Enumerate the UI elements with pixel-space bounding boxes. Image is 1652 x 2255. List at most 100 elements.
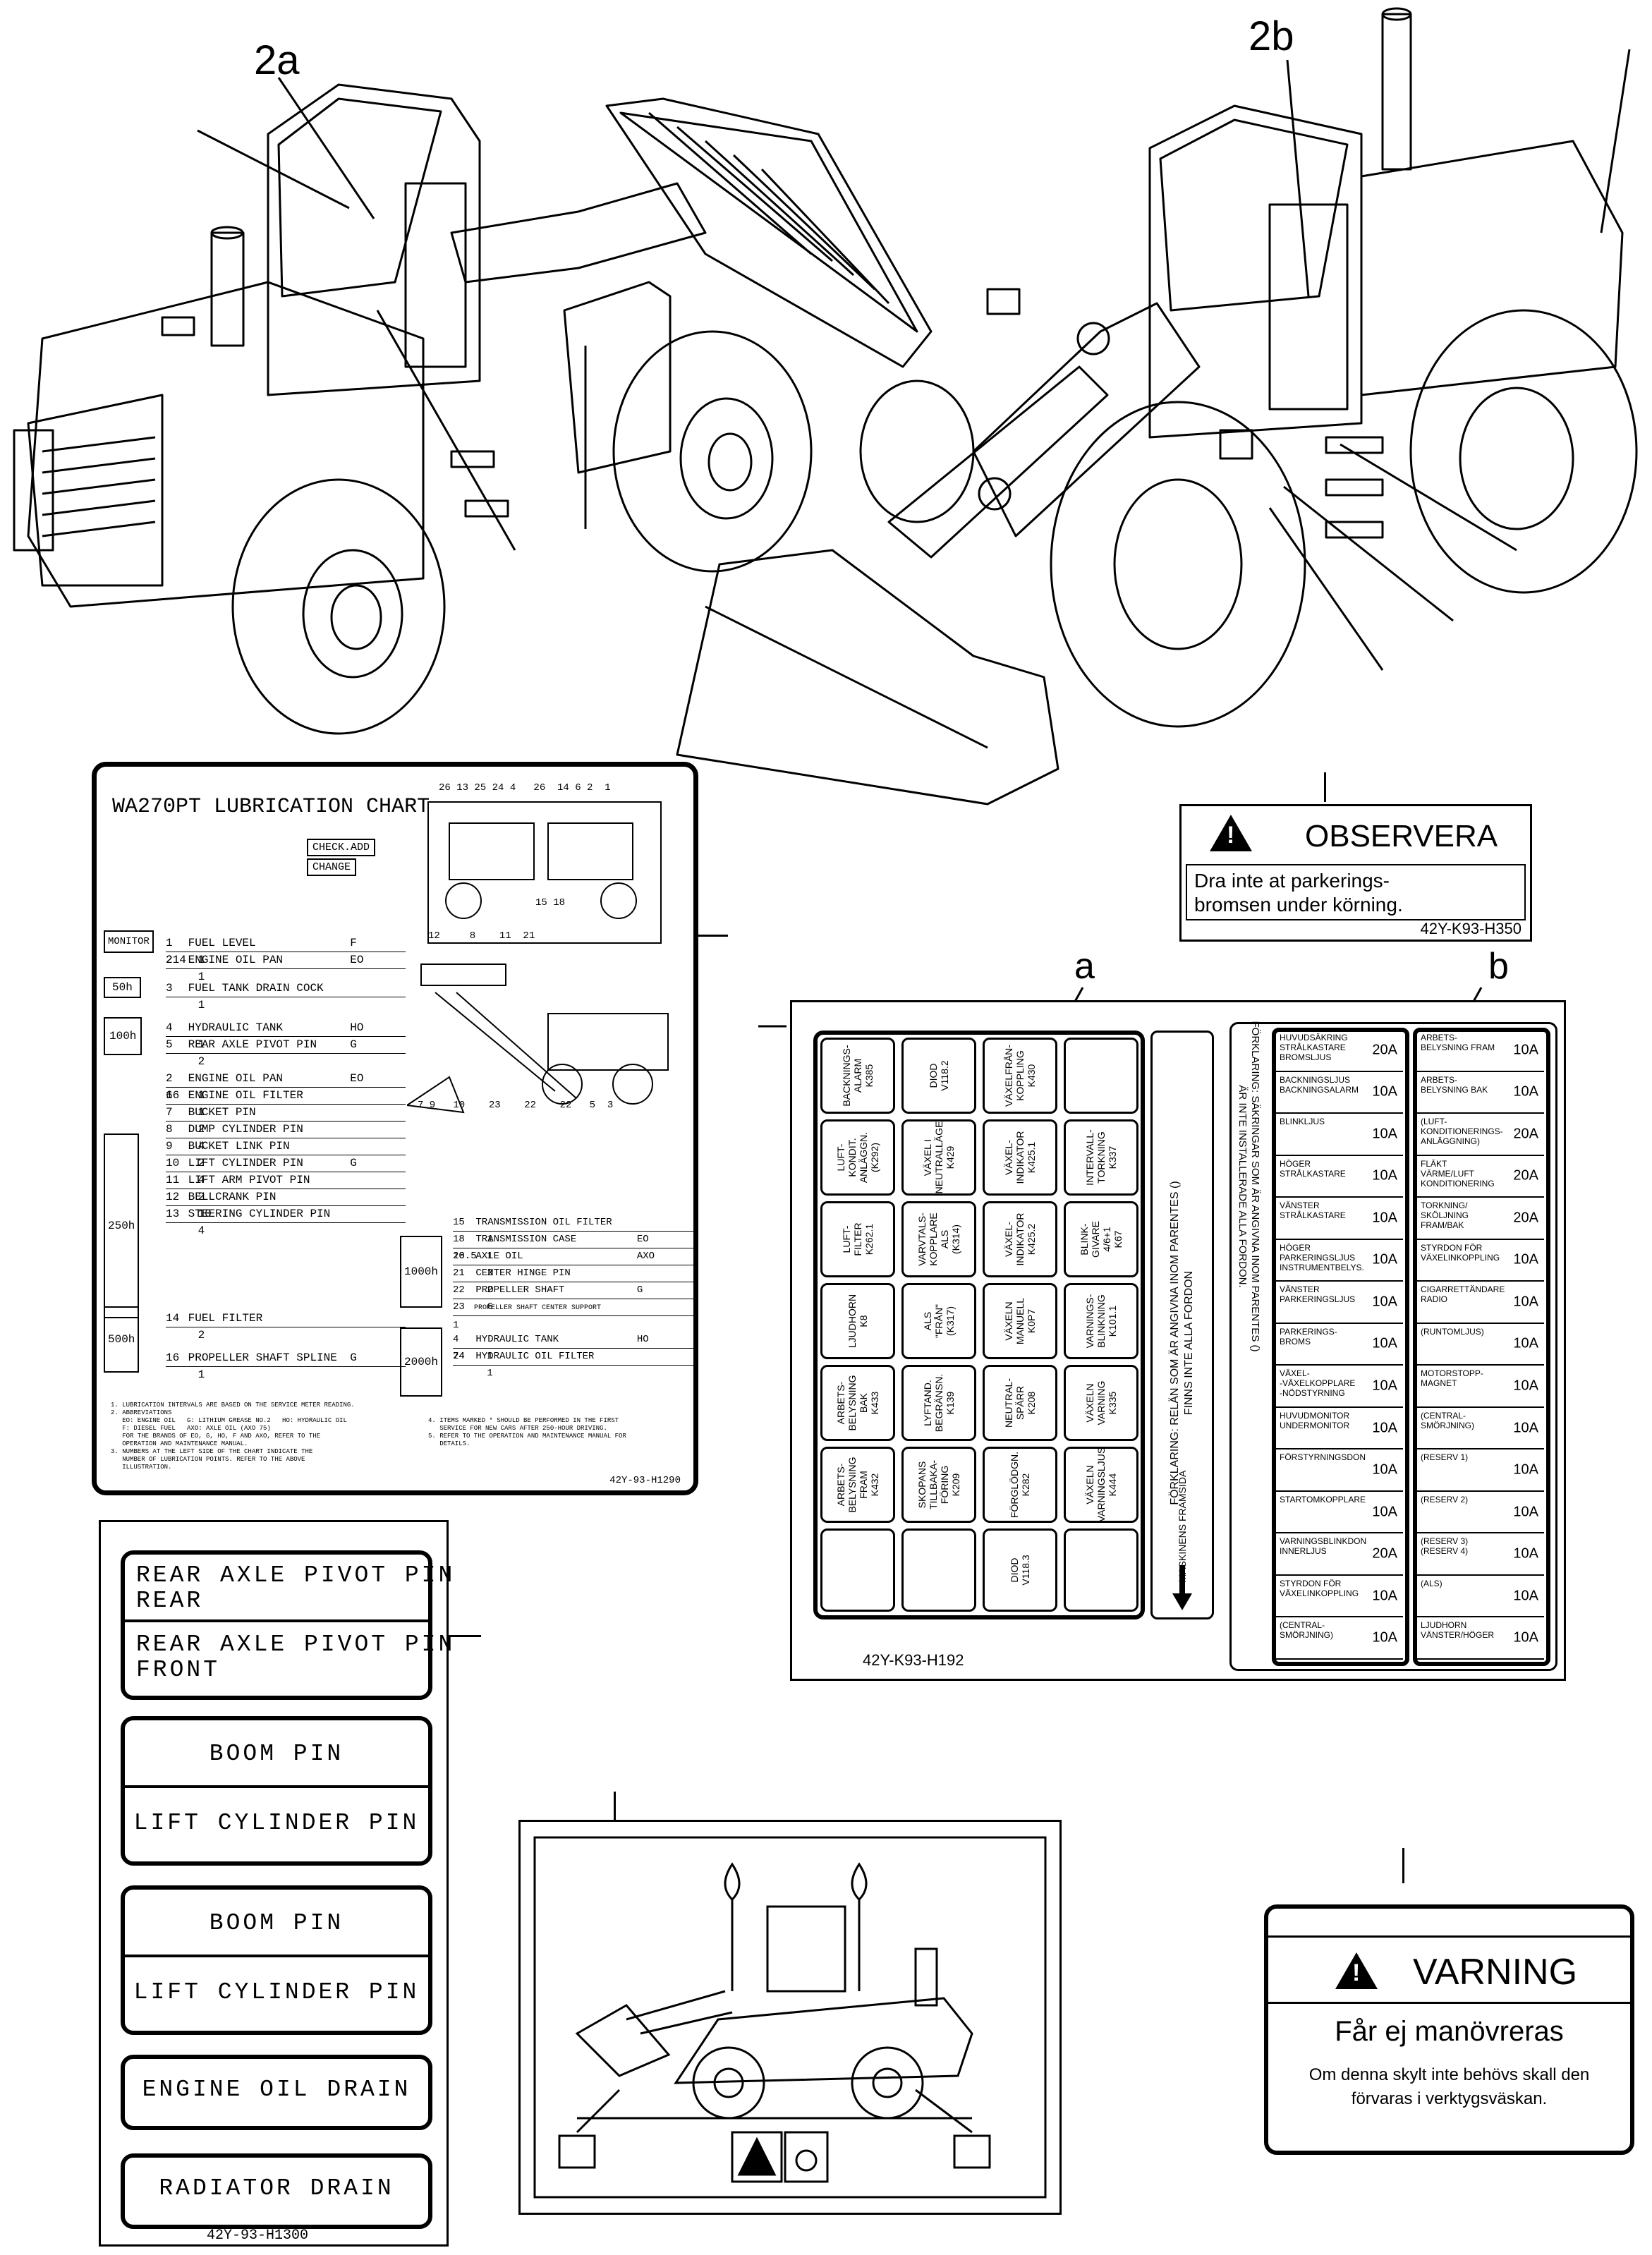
- fuse-row: (RUNTOMLJUS)10A: [1415, 1324, 1544, 1366]
- lube-row: 22 PROPELLER SHAFT G 6: [453, 1282, 696, 1313]
- observera-part-number: 42Y-K93-H350: [1420, 920, 1522, 937]
- lube-row-no: 13: [166, 1208, 180, 1220]
- pin-label-boom-pin: BOOM PIN: [209, 1910, 344, 1936]
- lube-row: 9 BUCKET LINK PIN 2: [166, 1138, 406, 1169]
- fuse-amperage: 10A: [1372, 1629, 1397, 1646]
- lube-row-no: 20: [453, 1251, 465, 1262]
- fuse-amperage: 10A: [1372, 1167, 1397, 1184]
- lube-row-pts: 1: [453, 1320, 459, 1331]
- relay-cell: VÄXEL- INDIKATOR K425.1: [983, 1119, 1057, 1196]
- lube-row-item: BUCKET PIN: [188, 1106, 256, 1119]
- fuse-row: (CENTRAL- SMÖRJNING)10A: [1274, 1617, 1403, 1660]
- fuse-name: STYRDON FÖR VÄXELINKOPPLING: [1280, 1578, 1359, 1598]
- callout-2a: 2a: [254, 37, 300, 83]
- lube-row-item: DUMP CYLINDER PIN: [188, 1123, 303, 1136]
- lube-row-item: AXLE OIL: [475, 1251, 523, 1262]
- fuse-name: HUVUDSÄKRING STRÅLKASTARE BROMSLJUS: [1280, 1033, 1348, 1062]
- lube-row: 24 HYDRAULIC OIL FILTER 1: [453, 1348, 696, 1379]
- relay-cell: VARNINGS- BLINKNING K101.1: [1064, 1283, 1138, 1359]
- lube-row-item: HYDRAULIC TANK: [188, 1021, 284, 1034]
- interval-monitor: MONITOR: [104, 930, 154, 953]
- fuse-section: FÖRKLARING: SÄKRINGAR SOM ÄR ANGIVNA INO…: [1229, 1021, 1557, 1671]
- fuse-name: FÖRSTYRNINGSDON: [1280, 1452, 1366, 1463]
- relay-cell: VÄXELFRÅN- KOPPLING K430: [983, 1038, 1057, 1114]
- diagram-numbers-low: 12 8 11 21: [428, 930, 535, 942]
- interval-500h: 500h: [104, 1306, 140, 1373]
- lube-row: 1 FUEL LEVEL F 214 1: [166, 935, 406, 966]
- lube-row-pts: 1: [487, 1251, 493, 1262]
- lube-row: 8 DUMP CYLINDER PIN 4: [166, 1121, 406, 1153]
- relay-cell: VÄXELN MANUELL K0P7: [983, 1283, 1057, 1359]
- lube-part-number: 42Y-93-H1290: [609, 1475, 681, 1486]
- leader-line: [698, 935, 728, 937]
- fuse-row: HÖGER PARKERINGSLJUS INSTRUMENTBELYS.10A: [1274, 1240, 1403, 1282]
- lube-row: 14 FUEL FILTER 2: [166, 1310, 406, 1342]
- lube-row-no: 10: [166, 1157, 180, 1169]
- fuse-name: BACKNINGSLJUS BACKNINGSALARM: [1280, 1074, 1359, 1095]
- lube-row-no: 24: [453, 1351, 465, 1362]
- observera-line-1: Dra inte at parkerings-: [1194, 870, 1390, 892]
- lube-row-oil: AXO: [636, 1251, 655, 1262]
- fuse-amperage: 10A: [1372, 1378, 1397, 1394]
- lube-row-no: 3: [166, 982, 173, 995]
- relay-cell: [901, 1528, 976, 1612]
- lube-row: 2 ENGINE OIL PAN EO 1: [166, 952, 406, 983]
- pin-label-lift-cylinder-pin: LIFT CYLINDER PIN: [133, 1810, 420, 1836]
- relay-cell: [820, 1528, 895, 1612]
- lube-row-pts: 4: [198, 1224, 205, 1237]
- fuse-name: CIGARRETTÄNDARE RADIO: [1421, 1284, 1505, 1305]
- lube-row-pts: 1: [198, 971, 205, 983]
- lube-row-no: 15: [453, 1217, 465, 1228]
- fuse-name: HÖGER PARKERINGSLJUS INSTRUMENTBELYS.: [1280, 1242, 1364, 1272]
- fuse-amperage: 20A: [1513, 1167, 1538, 1184]
- lube-row: 5 REAR AXLE PIVOT PIN G 2: [166, 1036, 406, 1068]
- fuse-row: (RESERV 1)10A: [1415, 1449, 1544, 1492]
- lube-row: 6 ENGINE OIL FILTER 1: [166, 1087, 406, 1119]
- lube-row-qty: 74: [453, 1351, 465, 1362]
- varning-decal: VARNING Får ej manövreras Om denna skylt…: [1264, 1904, 1634, 2155]
- lube-notes-right: 4. ITEMS MARKED * SHOULD BE PERFORMED IN…: [428, 1417, 626, 1447]
- lube-row-item: PROPELLER SHAFT: [475, 1284, 565, 1296]
- lube-row-item: ENGINE OIL PAN: [188, 954, 284, 966]
- lube-row-oil: EO: [350, 954, 364, 966]
- fuse-row: (RESERV 2)10A: [1415, 1492, 1544, 1534]
- strip-divider: [125, 1955, 428, 1957]
- lube-row-qty: 16.5: [453, 1251, 477, 1262]
- fuse-column-right: [1413, 1028, 1550, 1666]
- leader-line: [1402, 1848, 1404, 1883]
- interval-2000h: 2000h: [400, 1327, 443, 1397]
- lube-row: 20 AXLE OIL AXO 2: [453, 1248, 696, 1279]
- lube-row: 12 BELLCRANK PIN 10: [166, 1189, 406, 1220]
- fuse-name: HÖGER STRÅLKASTARE: [1280, 1158, 1346, 1179]
- lube-row-item: TRANSMISSION CASE: [475, 1234, 577, 1245]
- fuse-name: (ALS): [1421, 1578, 1443, 1588]
- check-add-label: CHECK.ADD: [307, 839, 376, 856]
- lube-row-no: 8: [166, 1123, 173, 1136]
- lube-row-oil: EO: [350, 1072, 364, 1085]
- lube-row-no: 1: [166, 937, 173, 949]
- fuse-name: ARBETS- BELYSNING FRAM: [1421, 1033, 1495, 1052]
- pin-labels-part-number: 42Y-93-H1300: [207, 2227, 309, 2244]
- fuse-amperage: 10A: [1513, 1042, 1538, 1058]
- fuse-amperage: 10A: [1513, 1629, 1538, 1646]
- callout-lines: [758, 987, 1483, 1028]
- lube-row-pts: 6: [487, 1301, 493, 1313]
- lube-row-oil: HO: [636, 1334, 649, 1345]
- lube-row-item: BELLCRANK PIN: [188, 1191, 277, 1203]
- lube-row-pts: 2: [487, 1284, 493, 1296]
- lube-row-item: CENTER HINGE PIN: [475, 1268, 571, 1279]
- pin-label-rear-axle-rear: REAR AXLE PIVOT PIN REAR: [136, 1562, 456, 1614]
- pin-label-boom-pin: BOOM PIN: [209, 1741, 344, 1767]
- fuse-row: (RESERV 3) (RESERV 4)10A: [1415, 1533, 1544, 1576]
- fuse-row: (CENTRAL- SMÖRJNING)10A: [1415, 1408, 1544, 1450]
- fuse-name: (RESERV 2): [1421, 1494, 1469, 1505]
- lube-row-no: 2: [166, 1072, 173, 1085]
- lube-row-pts: 1: [198, 954, 205, 966]
